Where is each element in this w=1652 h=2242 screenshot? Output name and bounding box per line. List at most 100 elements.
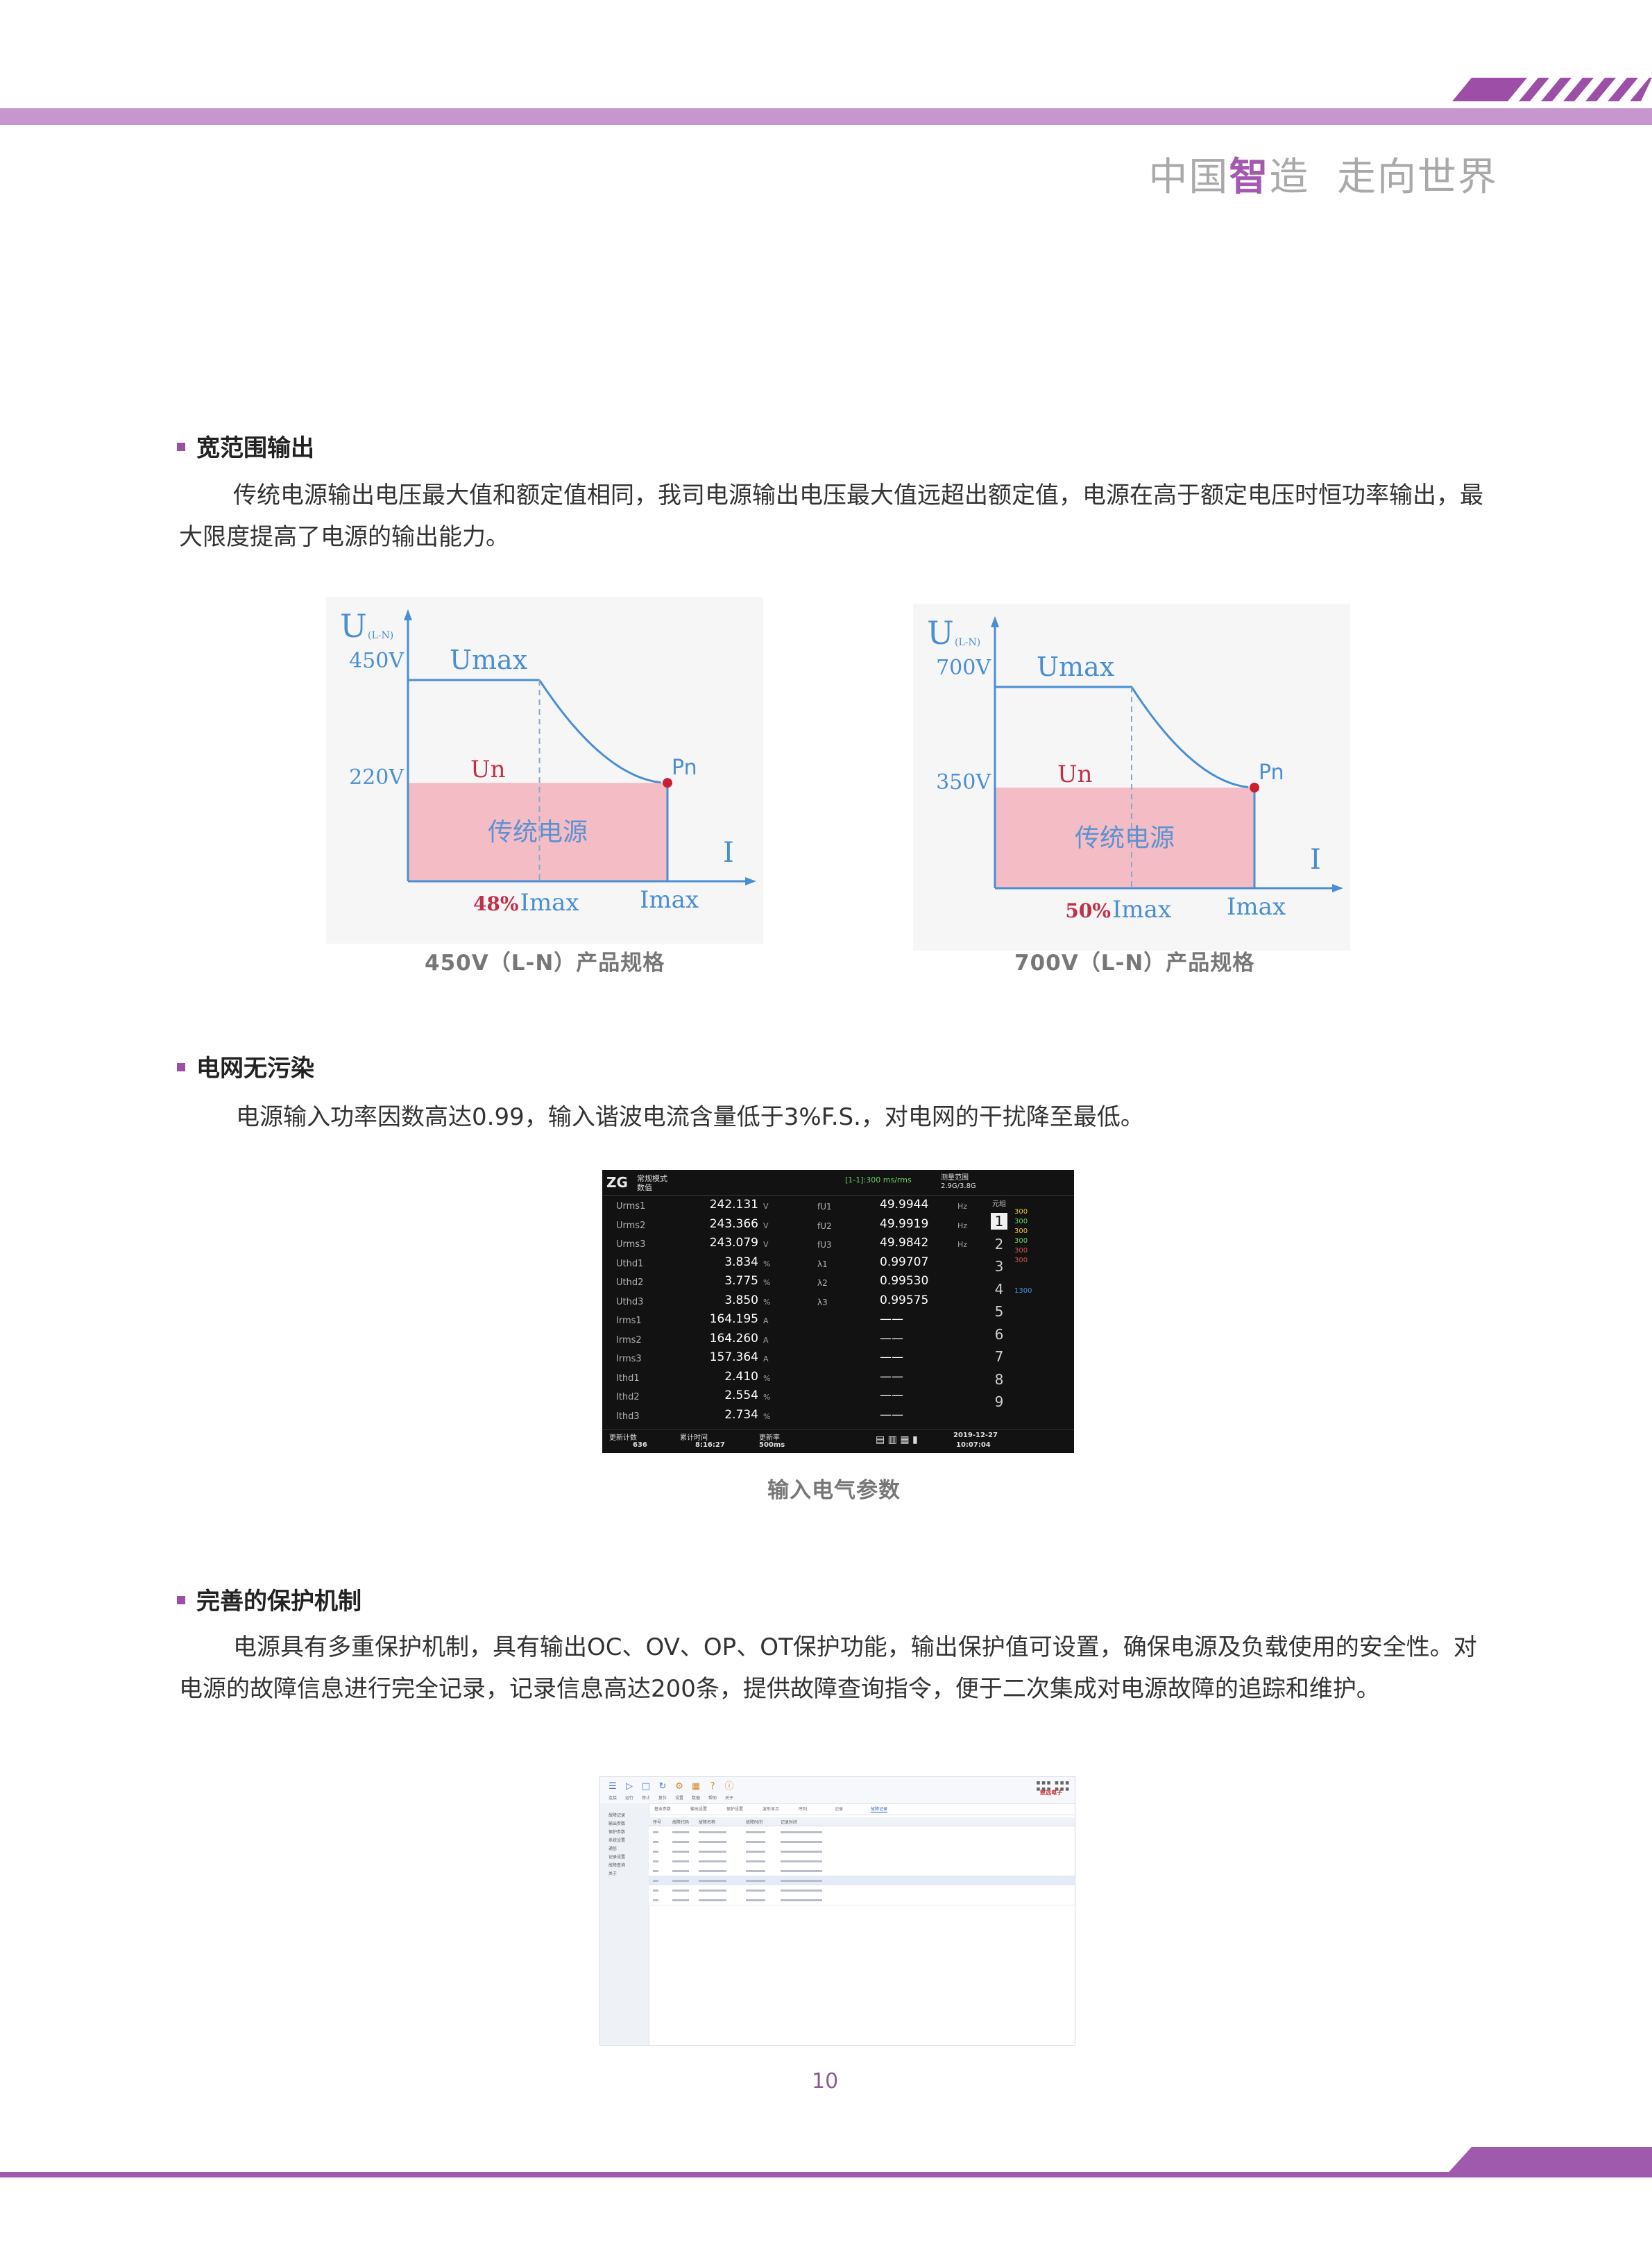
- software-table-row[interactable]: [649, 1876, 1075, 1886]
- software-tab[interactable]: 输出设置: [690, 1807, 708, 1812]
- software-nav-item[interactable]: 关于: [608, 1871, 618, 1876]
- meter-range-2: 2.9G/3.8G: [941, 1182, 976, 1190]
- meter-side-value: 300: [1014, 1257, 1028, 1264]
- software-tab[interactable]: 波形显示: [763, 1807, 780, 1812]
- meter-param-name: Irms3: [616, 1354, 642, 1364]
- software-nav-item[interactable]: 系统设置: [608, 1838, 626, 1843]
- meter-range-1: 测量范围: [941, 1174, 969, 1182]
- y-tick-un: 220V: [349, 765, 405, 790]
- toolbar-label: 复位: [658, 1796, 667, 1801]
- header-slogan: 中国智造 走向世界: [1148, 146, 1498, 202]
- pn-label: Pn: [672, 756, 697, 780]
- software-tab[interactable]: 记录: [835, 1807, 844, 1812]
- software-table-row[interactable]: [649, 1866, 1075, 1876]
- software-table-row[interactable]: [649, 1827, 1075, 1837]
- toolbar-icon[interactable]: ⚙: [675, 1781, 683, 1792]
- meter-param2-unit: Hz: [957, 1221, 968, 1230]
- meter-param-value: 2.554: [724, 1388, 758, 1402]
- meter-channel-9[interactable]: 9: [994, 1393, 1004, 1410]
- meter-channel-7[interactable]: 7: [994, 1348, 1004, 1365]
- meter-param-value: 243.366: [709, 1216, 758, 1231]
- un-label: Un: [1057, 761, 1093, 788]
- chart-caption-700v: 700V（L-N）产品规格: [1014, 951, 1255, 976]
- software-nav-item[interactable]: 输出参数: [608, 1821, 626, 1826]
- meter-param-unit: %: [763, 1393, 771, 1402]
- meter-param-name: Uthd1: [616, 1258, 644, 1269]
- software-col-header: 故障代码: [672, 1820, 690, 1825]
- software-cell: [699, 1851, 726, 1853]
- software-table-row[interactable]: [649, 1885, 1075, 1896]
- software-cell: [746, 1889, 765, 1892]
- meter-foot-count-label: 更新计数: [609, 1434, 637, 1442]
- knee-imax-label: Imax: [1112, 896, 1171, 924]
- software-tab[interactable]: 保护设置: [726, 1807, 744, 1812]
- meter-mode: 常规模式 数值: [637, 1174, 667, 1192]
- meter-channel-3[interactable]: 3: [994, 1258, 1004, 1275]
- software-nav-item[interactable]: 记录设置: [608, 1855, 626, 1860]
- software-cell: [746, 1851, 765, 1853]
- meter-channel-2[interactable]: 2: [994, 1235, 1004, 1252]
- software-cell: [746, 1831, 765, 1833]
- bottom-tab-decoration: [1444, 2147, 1652, 2177]
- y-axis-arrow: [991, 616, 999, 627]
- software-tab[interactable]: 基本参数: [654, 1807, 672, 1812]
- meter-channel-6[interactable]: 6: [994, 1325, 1004, 1343]
- toolbar-icon[interactable]: ?: [710, 1781, 715, 1792]
- software-table-row[interactable]: [649, 1837, 1075, 1847]
- slogan-text-3: 走向世界: [1337, 155, 1498, 200]
- meter-side-value: 300: [1014, 1228, 1028, 1235]
- knee-pct-label: 48%: [473, 892, 519, 915]
- slogan-text-2: 造: [1269, 155, 1310, 200]
- y-axis-sub: (L-N): [955, 637, 980, 648]
- y-axis-arrow: [404, 609, 412, 620]
- meter-param2-name: λ1: [817, 1259, 828, 1269]
- meter-channel-5[interactable]: 5: [994, 1303, 1004, 1320]
- meter-foot-date: 2019-12-27: [953, 1432, 998, 1439]
- meter-footer: 更新计数 636 累计时间 8:16:27 更新率 500ms ▤ ▥ ▦ ▮ …: [602, 1429, 1074, 1454]
- meter-param2-value: 49.9919: [880, 1216, 929, 1231]
- software-nav-item[interactable]: 通信: [608, 1846, 618, 1851]
- meter-foot-time: 8:16:27: [695, 1441, 725, 1449]
- imax-label: Imax: [1227, 893, 1286, 921]
- meter-header: ZG 常规模式 数值 [1-1]:300 ms/rms 测量范围 2.9G/3.…: [602, 1170, 1074, 1196]
- meter-param-value: 3.834: [724, 1255, 758, 1269]
- software-cell: [653, 1899, 658, 1901]
- meter-channel-4[interactable]: 4: [994, 1280, 1004, 1298]
- software-cell: [672, 1889, 689, 1892]
- meter-side-value: 300: [1014, 1247, 1028, 1255]
- software-cell: [672, 1831, 689, 1833]
- software-tab[interactable]: 序列: [799, 1807, 808, 1812]
- meter-channel-8[interactable]: 8: [994, 1370, 1004, 1388]
- meter-param-unit: V: [763, 1240, 769, 1249]
- y-tick-umax: 450V: [349, 649, 405, 673]
- software-table-row[interactable]: [649, 1846, 1075, 1857]
- meter-param2-name: λ3: [817, 1297, 828, 1307]
- toolbar-icon[interactable]: ↻: [658, 1781, 667, 1792]
- meter-param-value: 157.364: [709, 1350, 758, 1364]
- software-nav-item[interactable]: 保护参数: [608, 1830, 626, 1835]
- toolbar-label: 关于: [724, 1796, 733, 1801]
- software-table-row[interactable]: [649, 1895, 1075, 1905]
- software-tab[interactable]: 故障记录: [871, 1807, 888, 1812]
- toolbar-icon[interactable]: ▷: [626, 1781, 633, 1792]
- meter-channel-1[interactable]: 1: [991, 1213, 1007, 1230]
- section-title-grid: 电网无污染: [177, 1049, 314, 1083]
- toolbar-icon[interactable]: □: [641, 1781, 651, 1792]
- meter-param-name: Uthd3: [616, 1296, 644, 1307]
- meter-range: 测量范围 2.9G/3.8G: [941, 1174, 976, 1191]
- toolbar-label: 连接: [608, 1796, 617, 1801]
- toolbar-icon[interactable]: ▦: [691, 1781, 701, 1792]
- toolbar-icon[interactable]: ⓘ: [724, 1781, 734, 1792]
- toolbar-label: 运行: [624, 1796, 633, 1801]
- software-nav-item[interactable]: 故障查询: [608, 1863, 626, 1868]
- y-axis-label: U: [340, 607, 367, 645]
- software-cell: [699, 1889, 726, 1892]
- software-nav-item[interactable]: 故障记录: [608, 1813, 626, 1818]
- toolbar-icon[interactable]: ☰: [608, 1781, 617, 1792]
- meter-param2-value: 49.9944: [880, 1198, 929, 1212]
- software-table-row[interactable]: [649, 1856, 1075, 1867]
- section-paragraph-grid: 电源输入功率因数高达0.99，输入谐波电流含量低于3%F.S.，对电网的干扰降至…: [236, 1103, 1144, 1131]
- output-curve: [995, 686, 1249, 788]
